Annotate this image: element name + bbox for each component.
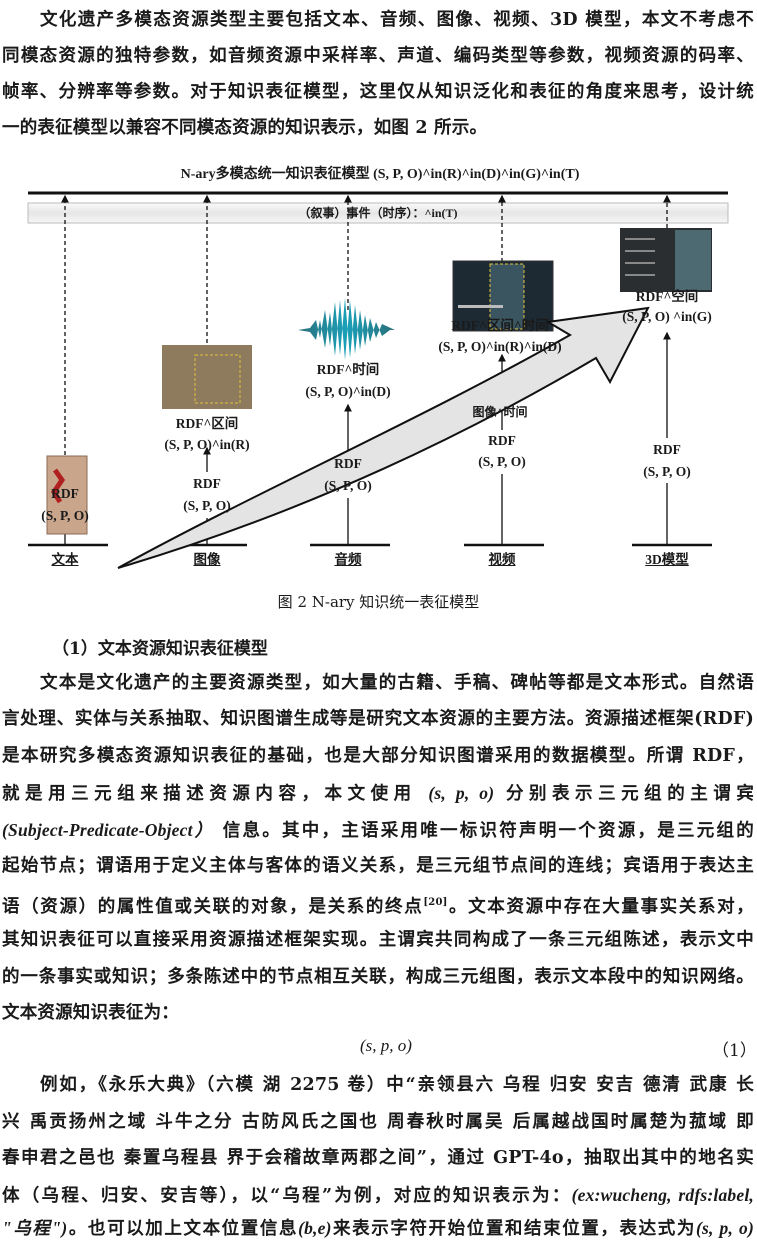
audio-ext-rdf: RDF^时间 [316, 362, 380, 377]
image-resource-thumbnail [162, 345, 252, 409]
figure-caption: 图 2 N-ary 知识统一表征模型 [277, 593, 480, 611]
video-rdf: RDF [488, 433, 516, 448]
body-line: 就是用三元组来描述资源内容，本文使用 (s, p, o) 分别表示三元组的主谓宾 [2, 783, 755, 804]
video-resource-thumbnail [452, 260, 554, 332]
body-line: 例如，《永乐大典》（六模 湖 2275 卷）中“亲领县六 乌程 归安 安吉 德清… [40, 1075, 754, 1095]
audio-triple: (S, P, O) [324, 478, 372, 493]
column-label-text: 文本 [51, 552, 79, 567]
image-rdf: RDF [193, 476, 221, 491]
figure-diagram [27, 191, 729, 569]
body-line: 春申君之邑也 秦置乌程县 界于会稽故章两郡之间”，通过 GPT-4o，抽取出其中… [2, 1148, 754, 1168]
3d-ext-rdf: RDF^空间 [635, 289, 699, 304]
body-line: 体（乌程、归安、安吉等），以“乌程”为例，对应的知识表示为：(ex:wuchen… [2, 1185, 754, 1206]
intro-line: 文化遗产多模态资源类型主要包括文本、音频、图像、视频、3D 模型，本文不考虑不 [40, 10, 754, 30]
3d-triple: (S, P, O) [643, 464, 691, 479]
equation: (s, p, o) [360, 1036, 412, 1055]
progression-arrow [117, 306, 650, 569]
body-line: 文本资源知识表征为： [2, 1003, 179, 1023]
image-triple: (S, P, O) [183, 498, 231, 513]
text-resource-thumbnail [46, 455, 88, 535]
figure-nary-model: N-ary多模态统一知识表征模型 (S, P, O)^in(R)^in(D)^i… [0, 150, 757, 620]
column-label-3d: 3D模型 [645, 552, 689, 567]
body-line: 的一条事实或知识；多条陈述中的节点相互关联，构成三元组图，表示文本段中的知识网络… [2, 967, 754, 987]
image-ext-rdf: RDF^区间 [175, 416, 239, 431]
audio-waveform-icon [298, 298, 395, 360]
equation-number: （1） [712, 1041, 757, 1061]
intro-line: 一的表征模型以兼容不同模态资源的知识表示，如图 2 所示。 [2, 118, 488, 138]
body-line: (Subject-Predicate-Object） 信息。其中，主语采用唯一标… [2, 820, 754, 841]
figure-title: N-ary多模态统一知识表征模型 (S, P, O)^in(R)^in(D)^i… [180, 167, 580, 182]
video-ext-rdf: RDF^区间^时间 [451, 318, 549, 333]
3d-ext-triple: (S, P, O) ^in(G) [622, 309, 712, 324]
section-heading: （1）文本资源知识表征模型 [52, 639, 268, 659]
column-label-image: 图像 [193, 552, 221, 567]
column-label-audio: 音频 [334, 552, 362, 567]
audio-rdf: RDF [334, 456, 362, 471]
3d-rdf: RDF [653, 442, 681, 457]
body-line: 其知识表征可以直接采用资源描述框架实现。主谓宾共同构成了一条三元组陈述，表示文中 [2, 930, 754, 950]
body-line: 文本是文化遗产的主要资源类型，如大量的古籍、手稿、碑帖等都是文本形式。自然语 [40, 673, 754, 693]
body-line: 起始节点；谓语用于定义主体与客体的语义关系，是三元组节点间的连线；宾语用于表达主 [2, 856, 754, 876]
body-line: 语（资源）的属性值或关联的对象，是关系的终点[20]。文本资源中存在大量事实关系… [2, 896, 754, 917]
citation[interactable]: [20] [423, 897, 448, 908]
body-line: 是本研究多模态资源知识表征的基础，也是大部分知识图谱采用的数据模型。所谓 RDF… [2, 746, 754, 766]
intro-line: 同模态资源的独特参数，如音频资源中采样率、声道、编码类型等参数，视频资源的码率、 [2, 46, 754, 66]
text-rdf: RDF [51, 486, 79, 501]
body-line: 言处理、实体与关系抽取、知识图谱生成等是研究文本资源的主要方法。资源描述框架(R… [2, 709, 754, 729]
column-label-video: 视频 [488, 552, 516, 567]
video-triple: (S, P, O) [478, 454, 526, 469]
audio-ext-triple: (S, P, O)^in(D) [305, 384, 391, 399]
body-line: "乌程")。也可以加上文本位置信息(b,e)来表示字符开始位置和结束位置，表达式… [2, 1218, 755, 1239]
3d-model-thumbnail [620, 228, 712, 292]
video-ext-triple: (S, P, O)^in(R)^in(D) [438, 339, 562, 354]
text-triple: (S, P, O) [41, 508, 89, 523]
video-mid-label: 图像^时间 [472, 405, 528, 419]
image-ext-triple: (S, P, O)^in(R) [164, 437, 250, 452]
event-band [27, 202, 729, 224]
body-line: 兴 禹贡扬州之域 斗牛之分 古防风氏之国也 周春秋时属吴 后属越战国时属楚为菰域… [2, 1112, 754, 1132]
event-band-label: （叙事）事件（时序）：^in(T) [298, 206, 458, 220]
intro-line: 帧率、分辨率等参数。对于知识表征模型，这里仅从知识泛化和表征的角度来思考，设计统 [2, 82, 754, 102]
